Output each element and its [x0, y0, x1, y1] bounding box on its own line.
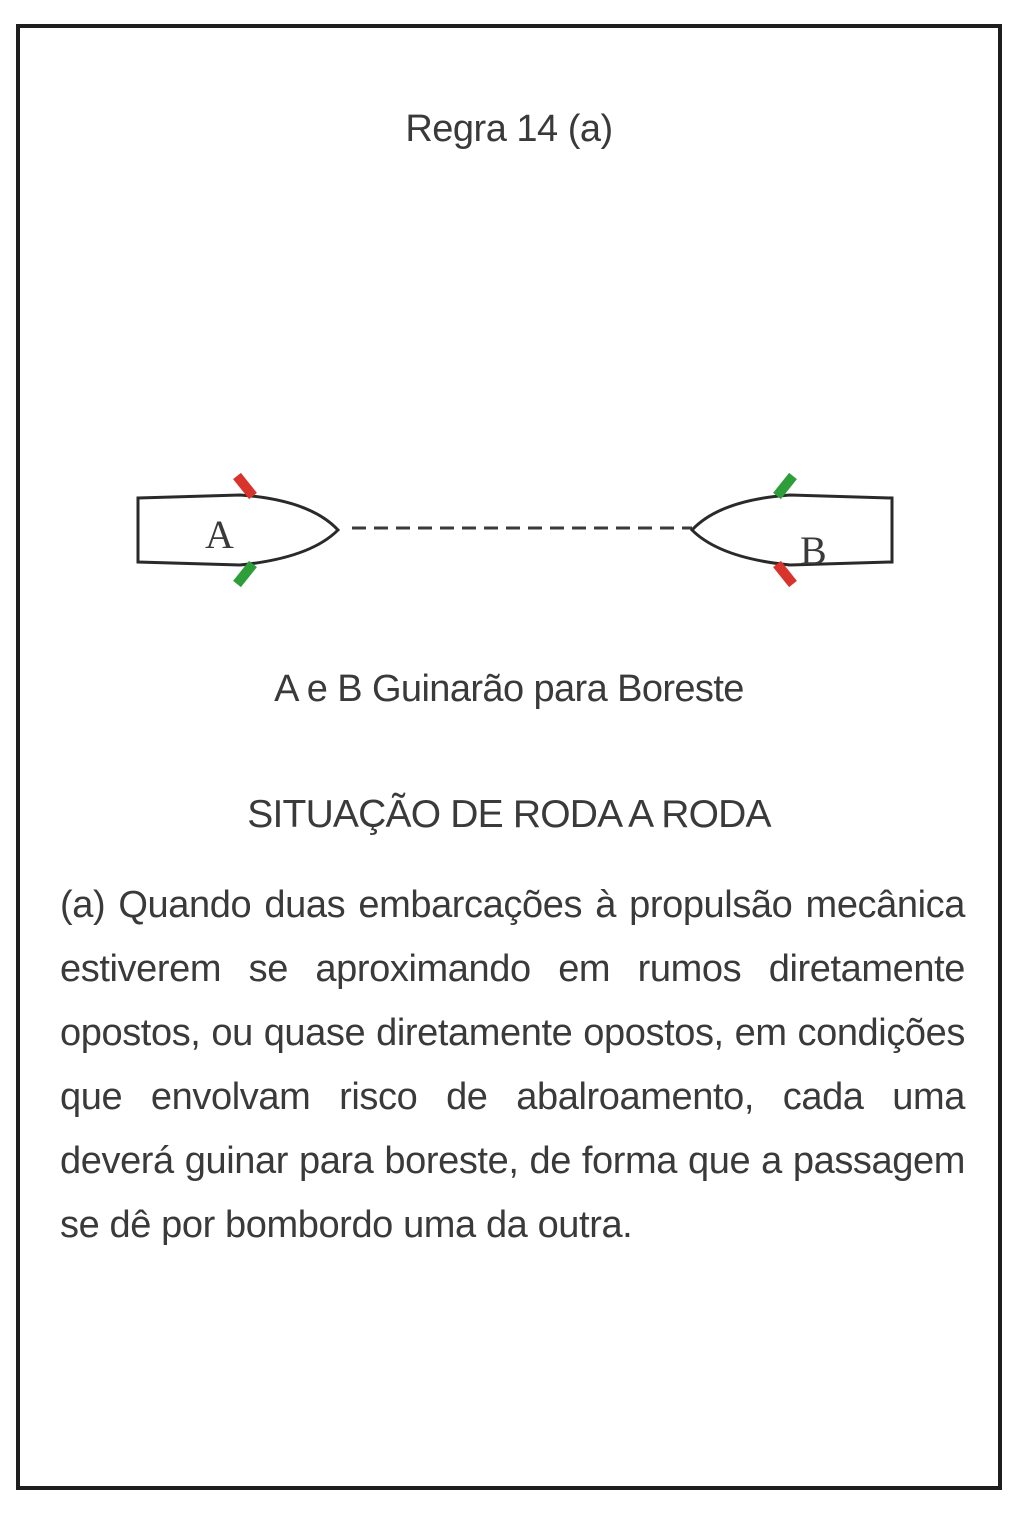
vessel-a: A: [136, 472, 341, 588]
vessel-a-port-light: [233, 472, 257, 500]
rule-card: Regra 14 (a) A B A e B Guinarão para Bor…: [16, 24, 1002, 1490]
rule-title: Regra 14 (a): [405, 108, 613, 150]
head-on-diagram: A B: [136, 472, 894, 588]
vessel-b-starboard-light: [773, 472, 797, 500]
rule-text: (a) Quando duas embarcações à propulsão …: [60, 884, 965, 1246]
vessel-a-label: A: [205, 512, 234, 557]
vessel-b-label: B: [800, 528, 827, 573]
vessel-b-hull: [689, 493, 894, 567]
vessel-b: B: [689, 472, 894, 588]
vessel-a-hull: [136, 493, 341, 567]
vessel-a-starboard-light: [233, 560, 257, 588]
diagram-caption: A e B Guinarão para Boreste: [274, 668, 744, 710]
situation-heading: SITUAÇÃO DE RODA A RODA: [247, 793, 771, 836]
vessel-b-port-light: [773, 560, 797, 588]
